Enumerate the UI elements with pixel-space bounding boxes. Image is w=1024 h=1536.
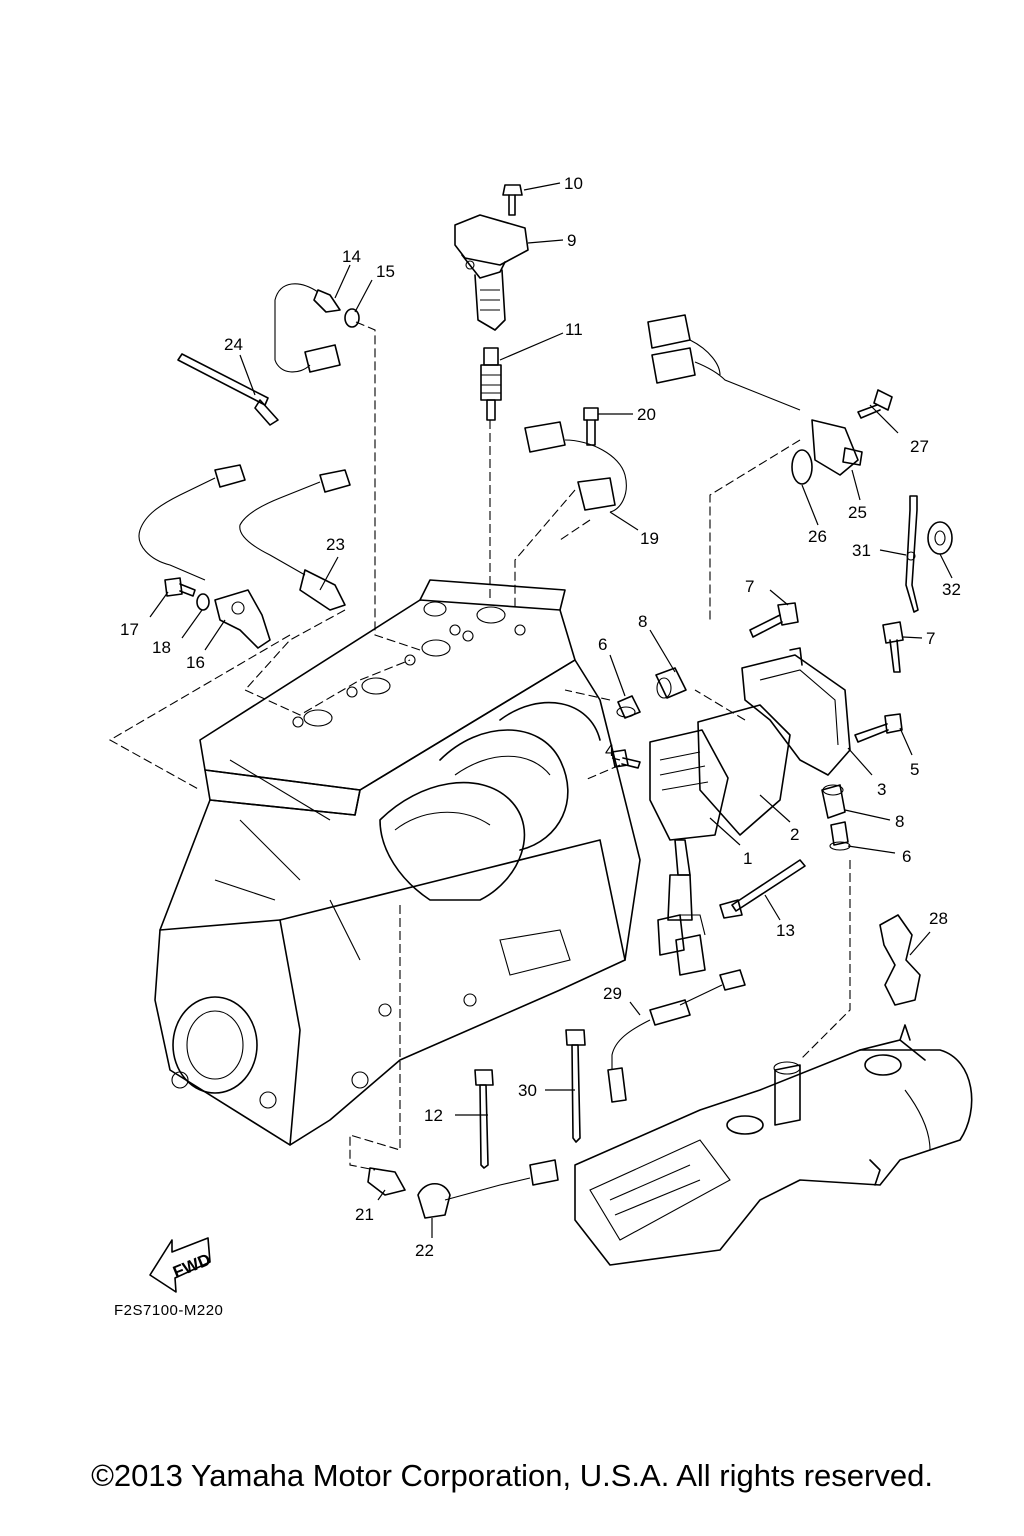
part-11-spark-plug [480, 347, 502, 421]
callout-30: 30 [518, 1081, 537, 1100]
part-15-washer [344, 308, 360, 328]
part-29-sensor [607, 969, 746, 1103]
callout-17: 17 [120, 620, 139, 639]
callout-25: 25 [848, 503, 867, 522]
part-31-tie [905, 495, 919, 613]
callout-7-upper: 7 [745, 577, 754, 596]
part-32-grommet [927, 521, 953, 555]
part-8-grommet-upper [655, 667, 687, 699]
part-23-sensor-harness [138, 464, 351, 611]
callout-27: 27 [910, 437, 929, 456]
callout-9: 9 [567, 231, 576, 250]
callout-11: 11 [565, 320, 583, 339]
part-8-grommet-lower [821, 784, 846, 819]
reference-lines [108, 321, 851, 1171]
callout-31: 31 [852, 541, 871, 560]
part-30-cable-tie [565, 1029, 586, 1143]
callout-28: 28 [929, 909, 948, 928]
part-3-bracket [741, 647, 851, 776]
part-18-washer [196, 593, 210, 611]
fwd-label: FWD [170, 1250, 213, 1282]
ecu-connector-harness [657, 874, 706, 976]
callout-4: 4 [605, 741, 614, 760]
part-7-bolt-right [882, 621, 904, 673]
copyright-notice: ©2013 Yamaha Motor Corporation, U.S.A. A… [91, 1458, 933, 1493]
fwd-arrow-icon: FWD [149, 1237, 213, 1293]
callout-16: 16 [186, 653, 205, 672]
part-4-bolt [611, 749, 641, 769]
callout-24: 24 [224, 335, 243, 354]
part-5-bolt [854, 713, 903, 743]
part-12-cable-tie [474, 1069, 494, 1169]
callout-6-upper: 6 [598, 635, 607, 654]
callout-23: 23 [326, 535, 345, 554]
part-16-sensor [214, 589, 271, 649]
part-28-clip [879, 914, 921, 1006]
part-20-bolt [583, 407, 599, 446]
callout-14: 14 [342, 247, 361, 266]
callout-3: 3 [877, 780, 886, 799]
part-7-bolt-upper [749, 602, 799, 638]
callout-2: 2 [790, 825, 799, 844]
callout-19: 19 [640, 529, 659, 548]
part-25-sensor-harness [647, 314, 863, 476]
drawing-code: F2S7100-M220 [114, 1302, 224, 1319]
part-9-ignition-coil [454, 214, 529, 331]
callout-20: 20 [637, 405, 656, 424]
part-21-sensor [367, 1167, 406, 1196]
part-27-bolt [857, 389, 893, 419]
callout-26: 26 [808, 527, 827, 546]
part-6-collar-lower [829, 821, 851, 851]
callout-22: 22 [415, 1241, 434, 1260]
leader-lines [149, 182, 953, 1238]
callout-10: 10 [564, 174, 583, 193]
callout-5: 5 [910, 760, 919, 779]
callout-21: 21 [355, 1205, 374, 1224]
callout-1: 1 [743, 849, 752, 868]
callout-18: 18 [152, 638, 171, 657]
callout-8-upper: 8 [638, 612, 647, 631]
callout-8-lower: 8 [895, 812, 904, 831]
part-22-sensor [417, 1159, 559, 1219]
callout-7-right: 7 [926, 629, 935, 648]
part-14-sensor [274, 283, 341, 373]
part-19-sensor [524, 421, 627, 513]
part-26-gasket [791, 449, 813, 485]
part-1-ecu [649, 729, 729, 876]
callout-12: 12 [424, 1106, 443, 1125]
part-10-bolt [502, 184, 523, 216]
callout-13: 13 [776, 921, 795, 940]
callout-labels: 10 9 11 20 19 14 15 24 23 17 18 16 27 25… [120, 174, 961, 1260]
part-13-cable-tie [719, 859, 806, 919]
callout-6-lower: 6 [902, 847, 911, 866]
part-24-cable-tie [177, 353, 279, 426]
exhaust-pipe [574, 1024, 973, 1266]
callout-32: 32 [942, 580, 961, 599]
part-6-collar-upper [616, 695, 641, 719]
part-2-gasket [697, 704, 791, 836]
callout-15: 15 [376, 262, 395, 281]
callout-29: 29 [603, 984, 622, 1003]
part-17-bolt [164, 577, 196, 597]
engine-block [154, 579, 641, 1146]
